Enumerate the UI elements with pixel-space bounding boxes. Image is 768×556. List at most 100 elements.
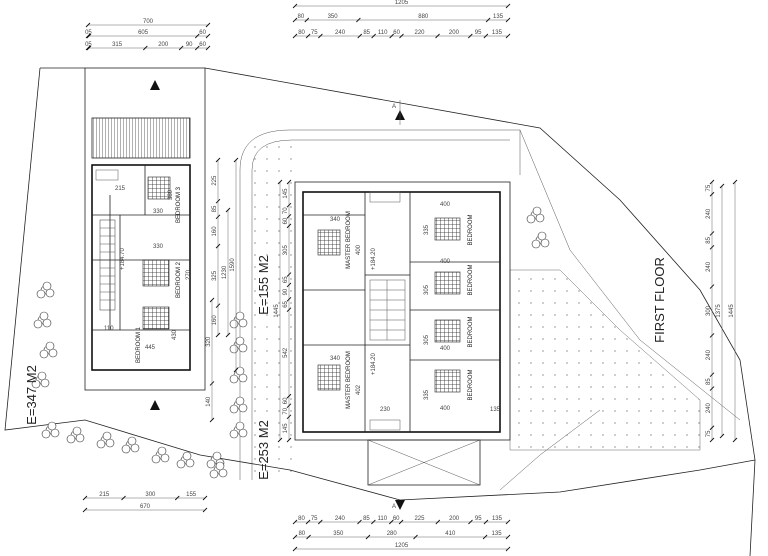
dimension-tick	[371, 519, 376, 525]
tree-icon	[31, 371, 50, 389]
dimension-value: 1205	[395, 543, 409, 549]
dimension-tick	[286, 179, 292, 185]
dimension-value: 145	[283, 423, 289, 434]
room-label: BEDROOM	[468, 264, 474, 295]
dimension-value: 75	[311, 516, 318, 522]
dimension-chain: 1375	[716, 183, 725, 439]
dimension-value: 240	[335, 30, 346, 36]
svg-text:+184.70: +184.70	[120, 247, 126, 270]
tree-icon	[229, 421, 248, 439]
dimension-value: 240	[706, 208, 712, 219]
dimension-tick	[505, 3, 511, 9]
dimension-value: 200	[158, 42, 169, 48]
dimension-tick	[399, 33, 404, 39]
svg-text:135: 135	[490, 407, 501, 413]
tree-icon	[33, 311, 52, 329]
dimension-value: 1445	[729, 304, 735, 318]
dimension-tick	[215, 303, 221, 308]
dimension-tick	[225, 332, 231, 338]
dimension-chain: 05 605 60	[85, 30, 211, 39]
svg-text:340: 340	[330, 356, 341, 362]
dimension-value: 220	[415, 30, 426, 36]
svg-text:340: 340	[330, 217, 341, 223]
stairs	[99, 219, 116, 311]
dimension-value: 240	[706, 261, 712, 272]
dimension-value: 135	[492, 531, 503, 537]
dimension-value: 240	[706, 349, 712, 360]
dimension-value: 60	[199, 30, 206, 36]
dimension-value: 670	[140, 504, 151, 510]
svg-text:270: 270	[186, 269, 192, 280]
tree-icon	[151, 446, 170, 464]
dimension-chain: 700	[85, 19, 211, 28]
tree-icon	[229, 366, 248, 384]
dimension-value: 410	[445, 531, 456, 537]
dimension-value: 60	[283, 397, 289, 404]
dimension-value: 75	[706, 430, 712, 437]
dimension-value: 80	[298, 531, 305, 537]
dimension-chain: 1230	[222, 207, 231, 338]
area-label-side: E=253 M2	[256, 420, 271, 480]
dimension-value: 110	[378, 30, 388, 36]
dimension-value: 145	[283, 188, 289, 199]
bed-icon	[317, 364, 341, 391]
dimension-tick	[286, 437, 292, 443]
dimension-chain: 1445	[729, 179, 738, 443]
room-label: BEDROOM 1	[136, 326, 142, 363]
dimension-value: 05	[85, 42, 92, 48]
dimension-tick	[86, 45, 92, 51]
dimension-tick	[215, 332, 221, 338]
dimension-value: 75	[311, 30, 318, 36]
svg-text:430: 430	[172, 329, 178, 340]
bathtub-icon	[95, 169, 119, 181]
dimension-tick	[205, 33, 211, 39]
dimension-chain: 670	[82, 504, 208, 513]
dimension-tick	[194, 33, 200, 39]
dimension-tick	[286, 202, 292, 208]
dimension-tick	[286, 213, 292, 219]
balcony-hatch	[91, 117, 191, 159]
dimension-value: 605	[138, 30, 149, 36]
area-label-left: E=347 M2	[24, 365, 39, 425]
right-house	[294, 181, 511, 486]
dimension-tick	[435, 33, 440, 39]
bed-icon	[434, 217, 461, 241]
dimension-tick	[356, 17, 361, 23]
dimension-value: 85	[363, 30, 370, 36]
dimension-tick	[209, 297, 215, 303]
tree-icon	[531, 231, 550, 249]
dimension-value: 65	[283, 300, 289, 307]
dimension-value: 65	[283, 276, 289, 283]
dimension-tick	[389, 33, 394, 39]
dimension-tick	[286, 296, 292, 302]
dimension-tick	[215, 214, 221, 220]
dimension-value: 05	[85, 30, 92, 36]
svg-text:402: 402	[356, 384, 362, 395]
dimension-tick	[317, 519, 323, 525]
dimension-value: 1375	[716, 304, 722, 318]
void-box	[367, 439, 481, 486]
bed-icon	[147, 176, 171, 200]
room-label: BEDROOM 2	[176, 261, 182, 298]
dimension-value: 135	[492, 516, 503, 522]
dimension-value: 325	[212, 270, 218, 281]
dimension-value: 240	[706, 402, 712, 413]
dimension-value: 350	[328, 14, 339, 20]
dimension-tick	[709, 191, 715, 197]
dimension-tick	[467, 33, 473, 39]
dimension-value: 300	[706, 305, 712, 316]
room-label: MASTER BEDROOM	[346, 351, 352, 409]
room-label: BEDROOM 3	[176, 186, 182, 223]
tree-icon	[39, 341, 58, 359]
dimension-chain: 1445	[274, 179, 283, 443]
dimension-tick	[202, 507, 208, 513]
dimension-tick	[482, 534, 488, 540]
dimension-tick	[709, 244, 715, 250]
tree-icon	[176, 451, 195, 469]
dimension-tick	[505, 33, 511, 39]
bed-icon	[142, 259, 170, 287]
dimension-tick	[719, 183, 725, 189]
dimension-value: 85	[363, 516, 370, 522]
